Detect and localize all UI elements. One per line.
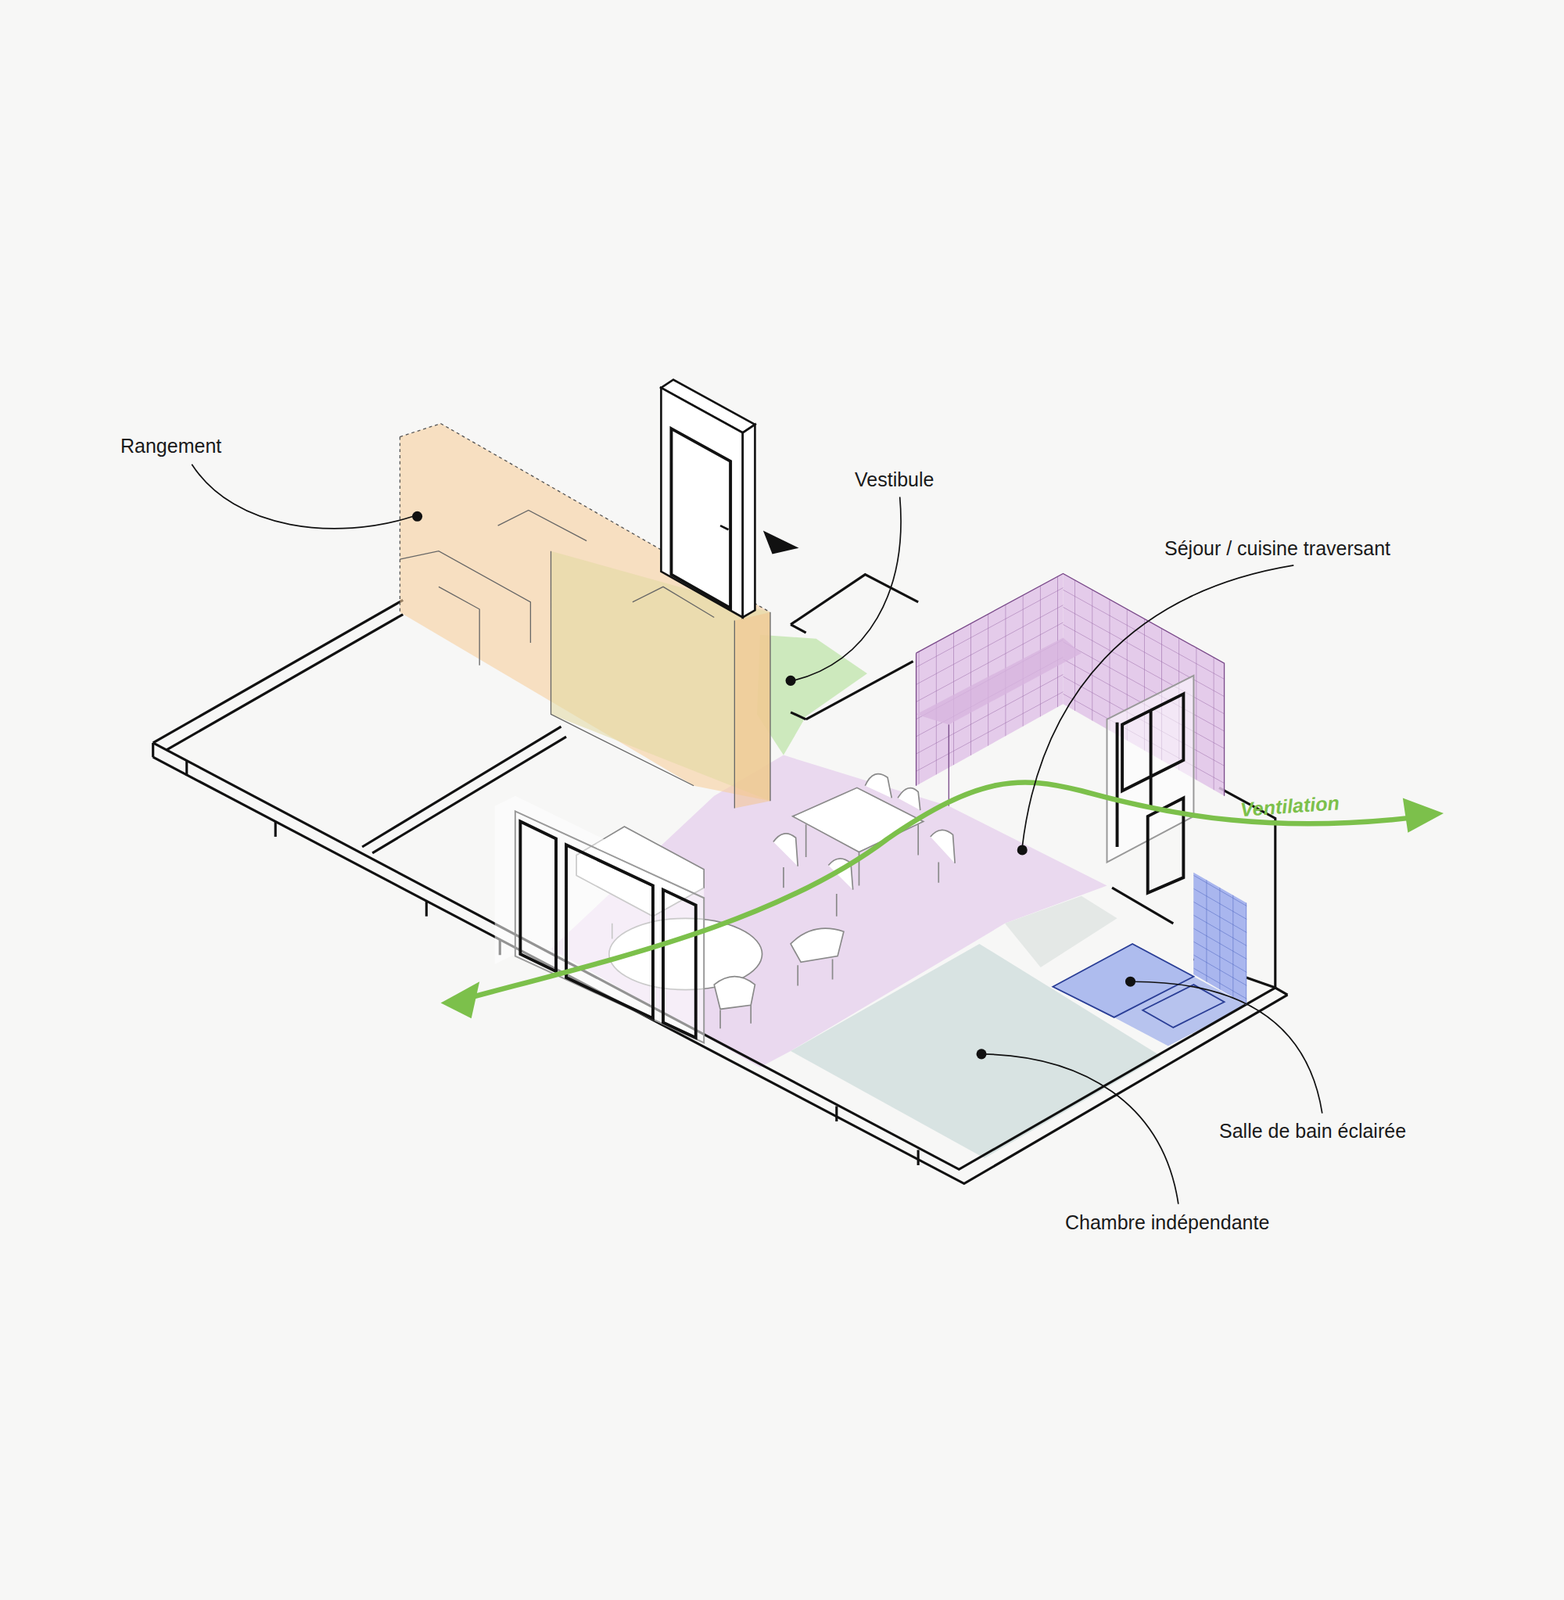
- ventilation-label: Ventilation: [1239, 790, 1341, 822]
- vestibule-label: Vestibule: [854, 467, 934, 492]
- bathroom-tiles: [1052, 872, 1247, 1028]
- glass-partitions: [495, 675, 1195, 1044]
- living-label: Séjour / cuisine traversant: [1164, 536, 1391, 560]
- leader-lines: [191, 464, 1323, 1205]
- bathroom-label: Salle de bain éclairée: [1219, 1119, 1407, 1143]
- storage-label: Rangement: [120, 434, 222, 458]
- ventilation-arrow: [441, 782, 1444, 1019]
- entry-door: [660, 379, 799, 617]
- bedroom-label: Chambre indépendante: [1065, 1210, 1270, 1234]
- leader-dots: [412, 511, 1136, 1060]
